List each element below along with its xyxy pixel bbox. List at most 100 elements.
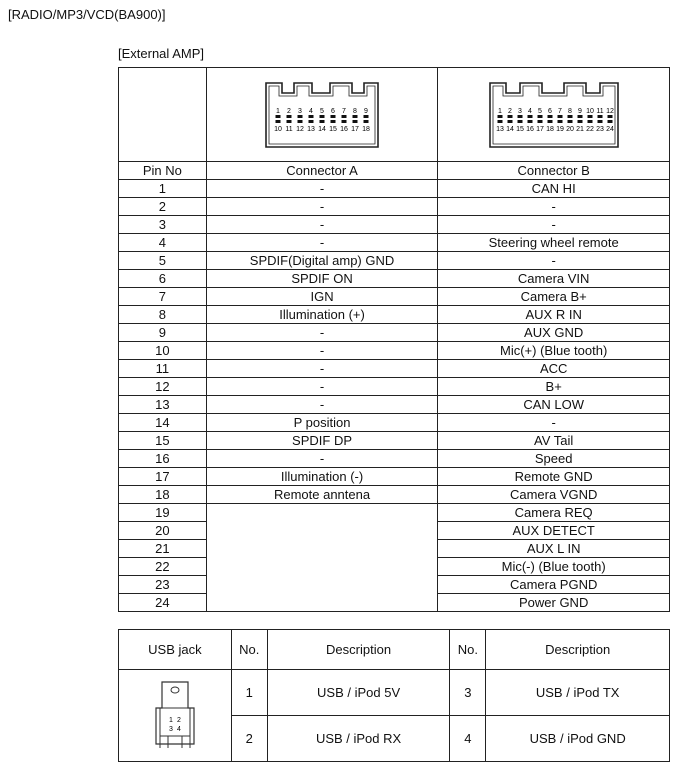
connector-a-cell: - (205, 323, 439, 342)
connector-b-pin-mark (587, 119, 593, 123)
connector-b-cell: - (437, 197, 670, 216)
pin-number-cell: 24 (118, 593, 207, 612)
connector-b-pin-label: 2 (508, 108, 512, 115)
connector-a-pin-mark (297, 114, 303, 118)
connector-b-cell: AV Tail (437, 431, 670, 450)
connector-a-cell: - (205, 215, 439, 234)
header-usb-jack: USB jack (118, 629, 232, 670)
connector-a-cell: - (205, 359, 439, 378)
connector-b-pin-mark (547, 114, 553, 118)
pin-row: 13-CAN LOW (118, 395, 670, 414)
connector-b-cell: Mic(-) (Blue tooth) (437, 557, 670, 576)
connector-b-cell: Remote GND (437, 467, 670, 486)
pin-number-cell: 21 (118, 539, 207, 558)
pin-number-cell: 9 (118, 323, 207, 342)
usb-description-cell: USB / iPod 5V (266, 669, 451, 716)
connector-b-pin-mark (577, 119, 583, 123)
connector-a-outline (265, 81, 379, 148)
header-no-1: No. (230, 629, 268, 670)
connector-b-pin-label: 9 (578, 108, 582, 115)
connector-b-cell: AUX L IN (437, 539, 670, 558)
usb-jack-diagram-cell: 1 2 3 4 (118, 669, 232, 762)
connector-a-pin-mark (286, 119, 292, 123)
pin-table-header: Pin No Connector A Connector B (118, 161, 670, 180)
connector-a-cell: - (205, 377, 439, 396)
connector-b-pin-label: 15 (516, 126, 524, 133)
usb-no-cell: 1 (230, 669, 268, 716)
pin-number-cell: 8 (118, 305, 207, 324)
pin-number-cell: 18 (118, 485, 207, 504)
usb-jack-pin-1: 1 (169, 717, 173, 724)
connector-b-pin-label: 22 (586, 126, 594, 133)
connector-a-pin-mark (319, 114, 325, 118)
pin-row: 10-Mic(+) (Blue tooth) (118, 341, 670, 360)
connector-a-pin-mark (330, 114, 336, 118)
connector-b-cell: AUX R IN (437, 305, 670, 324)
connector-b-pin-mark (607, 114, 613, 118)
pin-number-cell: 16 (118, 449, 207, 468)
connector-a-pin-mark (352, 114, 358, 118)
connector-a-pin-mark (352, 119, 358, 123)
usb-no-cell: 4 (449, 715, 487, 762)
connector-b-pin-label: 21 (576, 126, 584, 133)
pin-row: 12-B+ (118, 377, 670, 396)
connector-b-pin-mark (497, 119, 503, 123)
usb-table: USB jack No. Description No. Description… (118, 629, 670, 762)
connector-b-pin-mark (587, 114, 593, 118)
usb-jack-pin-2: 2 (177, 717, 181, 724)
connector-b-cell: CAN HI (437, 179, 670, 198)
connector-a-pin-label: 14 (318, 126, 326, 133)
connector-a-cell: - (205, 395, 439, 414)
usb-description-cell: USB / iPod GND (485, 715, 670, 762)
connector-b-pin-label: 23 (596, 126, 604, 133)
pin-number-cell: 22 (118, 557, 207, 576)
connector-a-pin-mark (275, 114, 281, 118)
pin-number-cell: 12 (118, 377, 207, 396)
pin-row: 21 AUX L IN (118, 539, 670, 558)
connector-b-cell: ACC (437, 359, 670, 378)
connector-a-pin-mark (341, 119, 347, 123)
connector-a-pin-label: 1 (276, 108, 280, 115)
connector-b-pin-label: 24 (606, 126, 614, 133)
connector-a-pin-mark (363, 114, 369, 118)
connector-a-pin-label: 15 (329, 126, 337, 133)
usb-description-cell: USB / iPod TX (485, 669, 670, 716)
connector-a-pin-label: 6 (331, 108, 335, 115)
connector-b-pin-label: 7 (558, 108, 562, 115)
pin-row: 24 Power GND (118, 593, 670, 612)
connector-b-cell: AUX GND (437, 323, 670, 342)
connector-b-pin-label: 5 (538, 108, 542, 115)
connector-a-cell: - (205, 197, 439, 216)
connector-a-pin-mark (319, 119, 325, 123)
header-connector-b: Connector B (437, 161, 670, 180)
pin-number-cell: 5 (118, 251, 207, 270)
connector-b-cell: Power GND (437, 593, 670, 612)
connector-b-cell: Camera VIN (437, 269, 670, 288)
connector-b-pin-label: 3 (518, 108, 522, 115)
connector-b-pin-mark (607, 119, 613, 123)
pin-number-cell: 14 (118, 413, 207, 432)
connector-a-pin-label: 3 (298, 108, 302, 115)
pin-number-cell: 23 (118, 575, 207, 594)
connector-a-empty-merged-cell (205, 503, 439, 612)
pin-number-cell: 15 (118, 431, 207, 450)
pin-row: 2-- (118, 197, 670, 216)
connector-b-pin-mark (517, 119, 523, 123)
connector-a-pin-label: 13 (307, 126, 315, 133)
connector-a-pin-label: 2 (287, 108, 291, 115)
connector-b-pin-mark (567, 114, 573, 118)
connector-b-pin-mark (557, 119, 563, 123)
connector-a-cell: - (205, 341, 439, 360)
connector-b-pin-label: 18 (546, 126, 554, 133)
usb-row-1: 1 2 3 4 1 USB / iPod 5V 3 USB / iPod TX (118, 669, 670, 762)
connector-b-cell: CAN LOW (437, 395, 670, 414)
connector-b-pin-label: 20 (566, 126, 574, 133)
connector-b-cell: Mic(+) (Blue tooth) (437, 341, 670, 360)
